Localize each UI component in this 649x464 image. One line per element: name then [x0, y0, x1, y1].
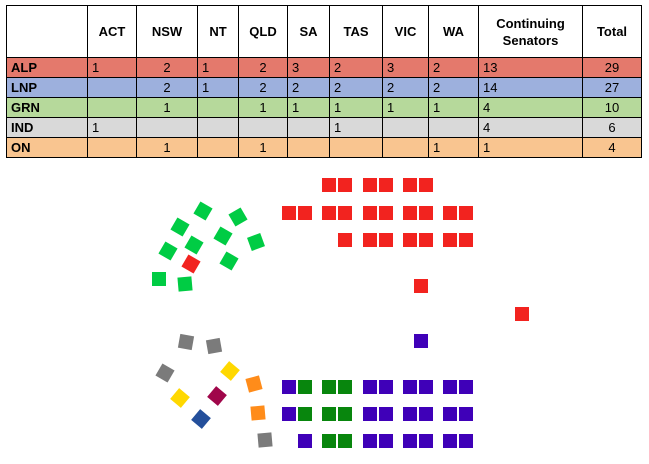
- alp-seat: [403, 233, 417, 247]
- alp-seat: [459, 206, 473, 220]
- alp-seat: [322, 206, 336, 220]
- alp-seat: [363, 233, 377, 247]
- lnp-seat: [403, 407, 417, 421]
- on-seat: [250, 405, 266, 421]
- grn-seat: [170, 217, 190, 237]
- alp-seat: [363, 178, 377, 192]
- yellow-seat: [220, 361, 240, 381]
- alp-seat: [419, 233, 433, 247]
- grn-seat: [322, 434, 336, 448]
- lnp-seat: [298, 434, 312, 448]
- lnp-seat: [379, 407, 393, 421]
- alp-seat: [298, 206, 312, 220]
- grn-seat: [322, 380, 336, 394]
- party-name: ON: [6, 137, 88, 158]
- header-nt: NT: [197, 5, 239, 58]
- alp-seat: [419, 178, 433, 192]
- grn-seat: [338, 407, 352, 421]
- alp-seat: [338, 178, 352, 192]
- grn-seat: [184, 235, 204, 255]
- grn-seat: [152, 272, 166, 286]
- alp-seat: [443, 233, 457, 247]
- ind-seat: [205, 337, 223, 355]
- lnp-seat: [459, 434, 473, 448]
- header-total: Total: [582, 5, 642, 58]
- lnp-seat: [459, 380, 473, 394]
- alp-seat: [379, 206, 393, 220]
- grn-seat: [228, 207, 248, 227]
- table-cell: 10: [582, 97, 642, 118]
- alp-seat: [403, 206, 417, 220]
- grn-seat: [338, 380, 352, 394]
- on-seat: [245, 375, 263, 393]
- lnp-seat: [403, 434, 417, 448]
- alp-seat: [181, 254, 201, 274]
- table-header-row: ACT NSW NT QLD SA TAS VIC WA Continuing …: [6, 5, 642, 58]
- header-tas: TAS: [329, 5, 383, 58]
- lnp-seat: [363, 380, 377, 394]
- alp-seat: [459, 233, 473, 247]
- lnp-seat: [419, 380, 433, 394]
- grn-seat: [193, 201, 213, 221]
- ind-seat: [257, 432, 273, 448]
- grn-seat: [158, 241, 178, 261]
- yellow-seat: [170, 388, 190, 408]
- lnp-seat: [363, 407, 377, 421]
- alp-seat: [414, 279, 428, 293]
- alp-seat: [379, 178, 393, 192]
- alp-seat: [282, 206, 296, 220]
- grn-seat: [247, 233, 265, 251]
- table-cell: 13: [478, 57, 583, 78]
- lnp-seat: [379, 380, 393, 394]
- grn-seat: [219, 251, 239, 271]
- alp-seat: [322, 178, 336, 192]
- alp-seat: [379, 233, 393, 247]
- grn-seat: [177, 276, 193, 292]
- grn-seat: [322, 407, 336, 421]
- grn-seat: [298, 380, 312, 394]
- lnp-seat: [443, 407, 457, 421]
- grn-seat: [298, 407, 312, 421]
- alp-seat: [443, 206, 457, 220]
- party-name: IND: [6, 117, 88, 138]
- blue-seat: [191, 409, 211, 429]
- ind-seat: [177, 333, 195, 351]
- senate-results-table: ACT NSW NT QLD SA TAS VIC WA Continuing …: [6, 5, 642, 158]
- lnp-seat: [459, 407, 473, 421]
- lnp-seat: [403, 380, 417, 394]
- alp-seat: [515, 307, 529, 321]
- maroon-seat: [207, 386, 227, 406]
- lnp-seat: [443, 434, 457, 448]
- alp-seat: [363, 206, 377, 220]
- lnp-seat: [282, 380, 296, 394]
- ind-seat: [155, 363, 175, 383]
- alp-seat: [338, 233, 352, 247]
- lnp-seat: [379, 434, 393, 448]
- grn-seat: [338, 434, 352, 448]
- lnp-seat: [363, 434, 377, 448]
- header-continuing: Continuing Senators: [478, 5, 583, 58]
- alp-seat: [419, 206, 433, 220]
- table-cell: 27: [582, 77, 642, 98]
- lnp-seat: [282, 407, 296, 421]
- alp-seat: [403, 178, 417, 192]
- alp-seat: [338, 206, 352, 220]
- lnp-seat: [414, 334, 428, 348]
- lnp-seat: [443, 380, 457, 394]
- lnp-seat: [419, 434, 433, 448]
- lnp-seat: [419, 407, 433, 421]
- grn-seat: [213, 226, 233, 246]
- header-party: [6, 5, 88, 58]
- table-cell: 4: [582, 137, 642, 158]
